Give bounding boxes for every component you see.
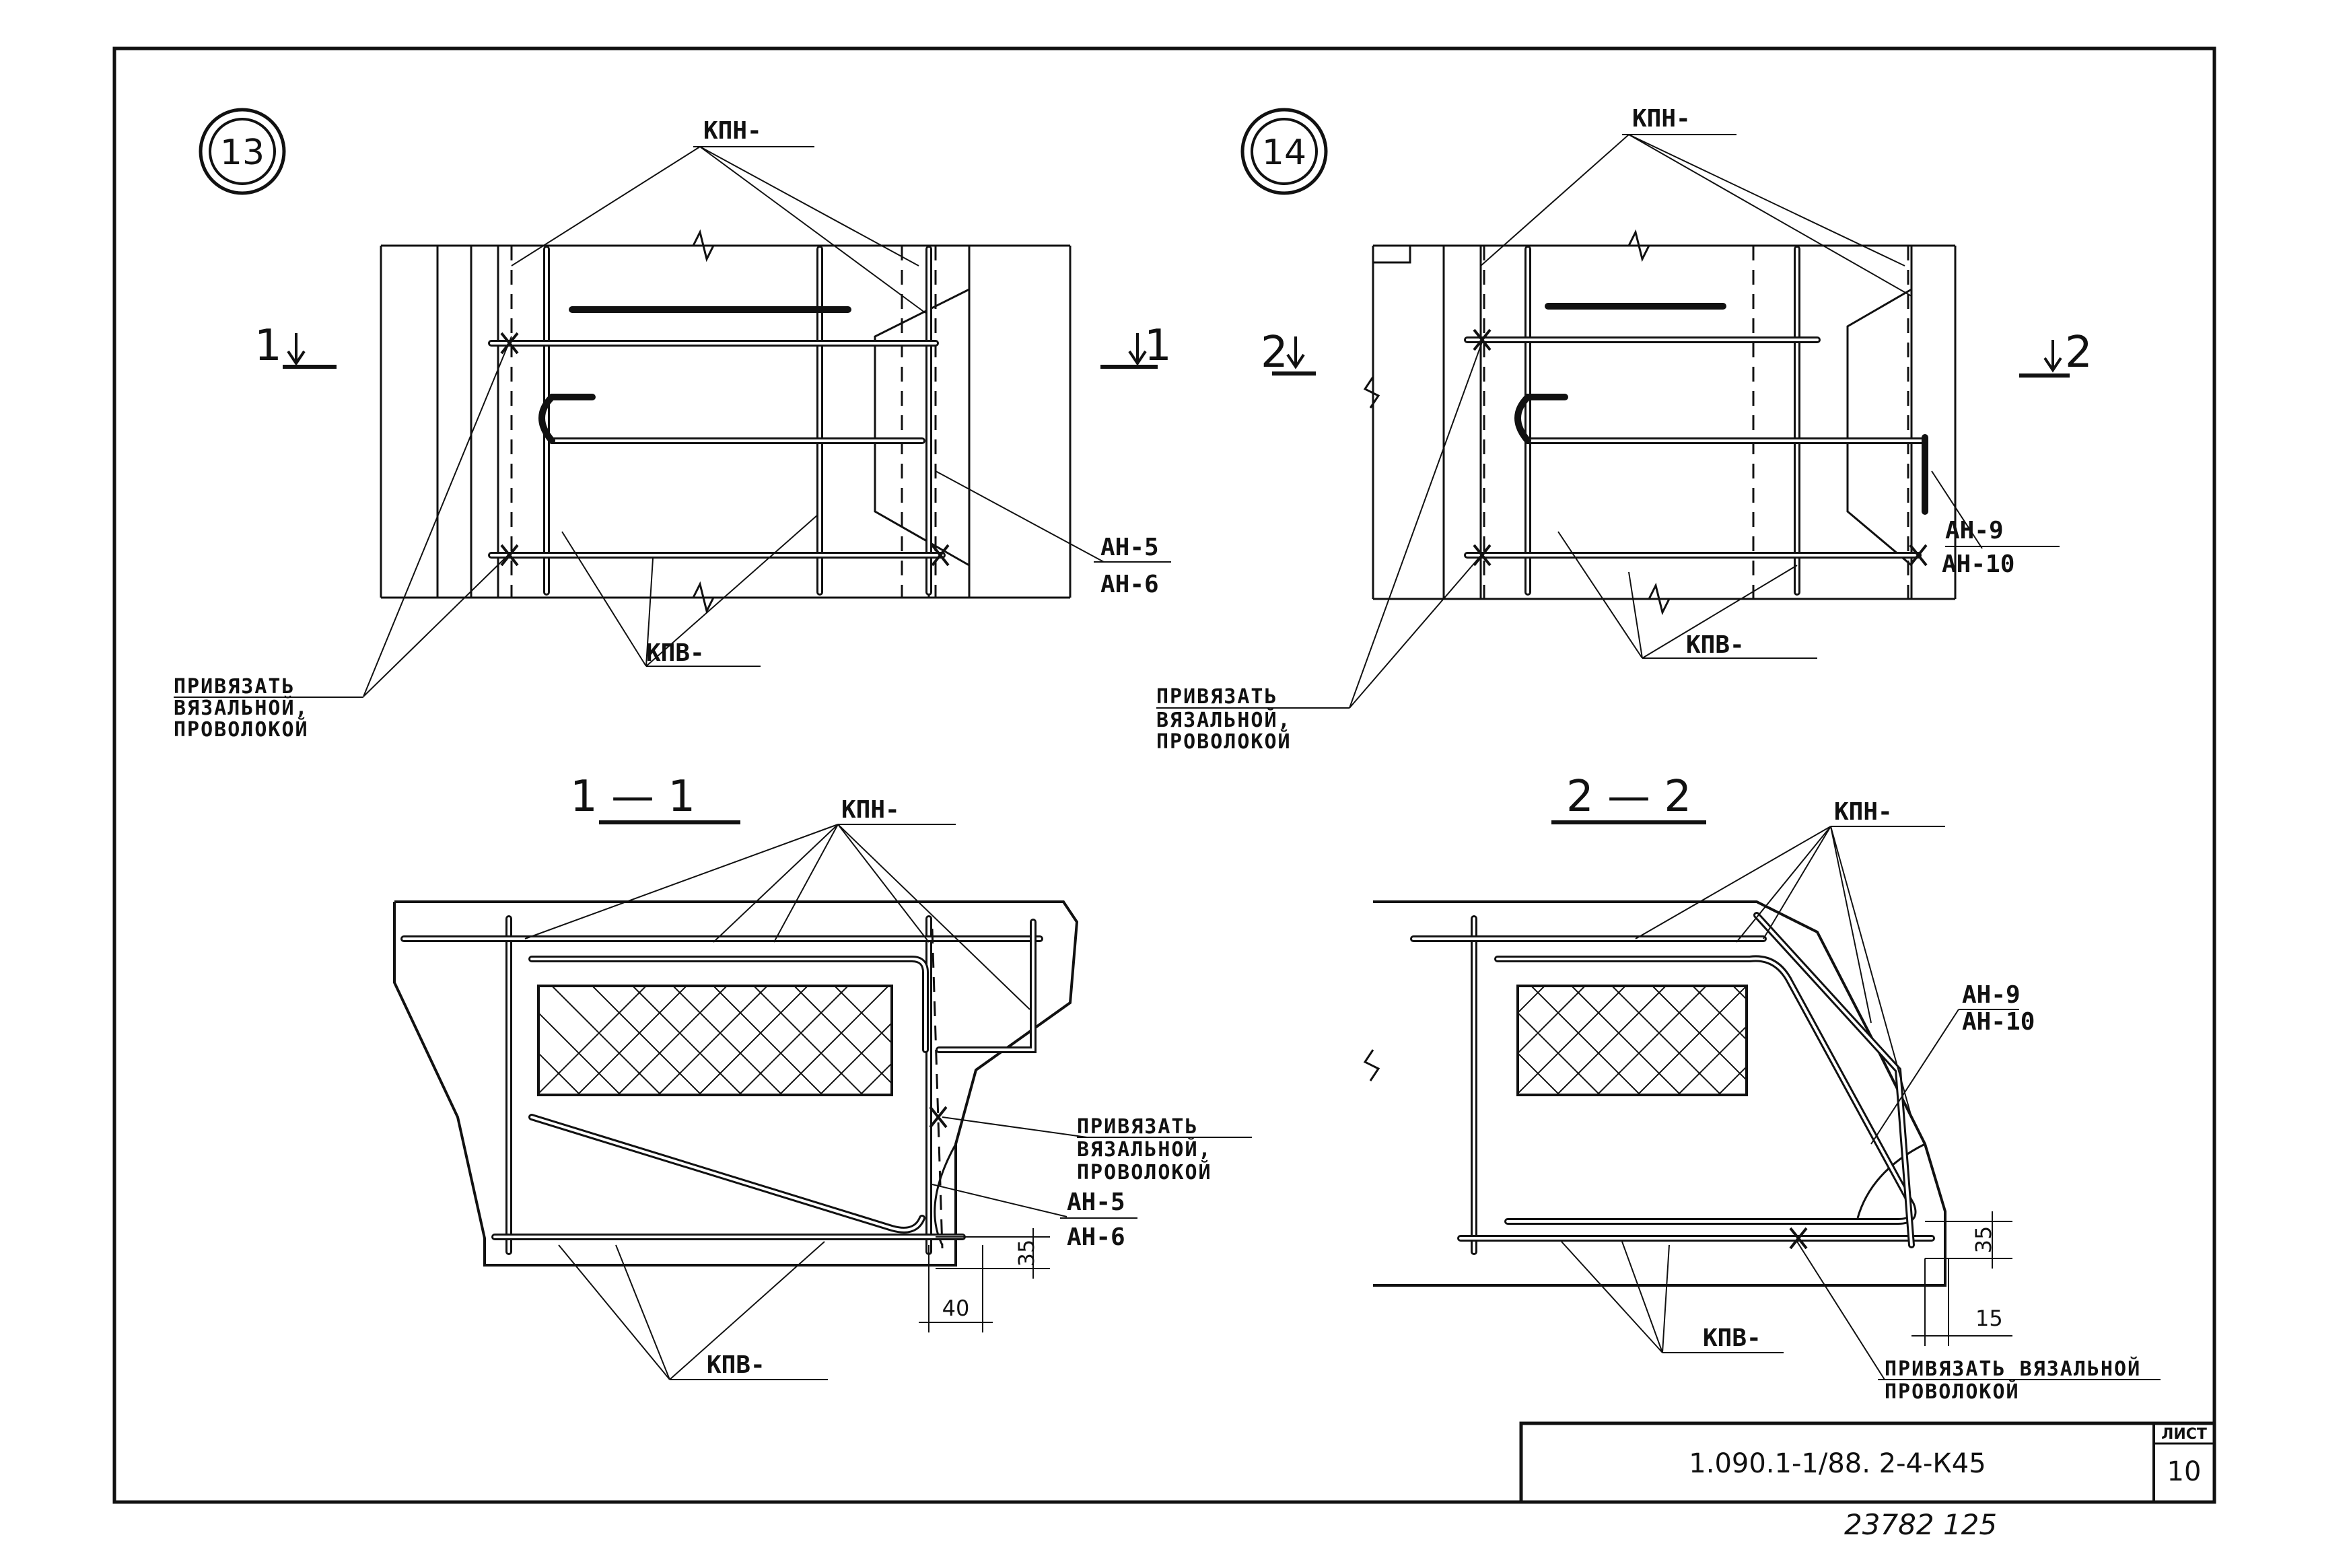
- svg-text:КПВ-: КПВ-: [1703, 1324, 1761, 1352]
- svg-text:ВЯЗАЛЬНОЙ,: ВЯЗАЛЬНОЙ,: [174, 696, 309, 720]
- svg-text:ПРОВОЛОКОЙ: ПРОВОЛОКОЙ: [1077, 1160, 1212, 1184]
- section-1-1-title: 1 — 1: [570, 772, 695, 822]
- svg-text:КПВ-: КПВ-: [1686, 631, 1745, 659]
- svg-text:35: 35: [1014, 1240, 1039, 1267]
- svg-text:ПРОВОЛОКОЙ: ПРОВОЛОКОЙ: [1885, 1380, 2020, 1404]
- svg-text:40: 40: [942, 1295, 970, 1321]
- svg-text:АН-5: АН-5: [1100, 534, 1159, 561]
- sheet-number: 10: [2167, 1456, 2202, 1487]
- svg-text:АН-6: АН-6: [1067, 1223, 1125, 1251]
- svg-text:2 — 2: 2 — 2: [1566, 772, 1691, 822]
- svg-text:АН-9: АН-9: [1945, 517, 2004, 544]
- svg-text:ПРИВЯЗАТЬ: ПРИВЯЗАТЬ: [1156, 685, 1278, 709]
- svg-text:КПН-: КПН-: [841, 796, 900, 824]
- svg-text:1: 1: [1144, 321, 1172, 371]
- svg-text:ПРИВЯЗАТЬ ВЯЗАЛЬНОЙ: ПРИВЯЗАТЬ ВЯЗАЛЬНОЙ: [1885, 1357, 2141, 1381]
- insulation-hatch-2: [1518, 986, 1747, 1095]
- detail-13: 13: [174, 108, 1172, 742]
- svg-text:ПРОВОЛОКОЙ: ПРОВОЛОКОЙ: [174, 717, 309, 742]
- svg-text:2: 2: [1261, 328, 1288, 378]
- svg-text:АН-10: АН-10: [1962, 1008, 2035, 1036]
- section-1-1: 1 — 1 КПН-: [393, 772, 1252, 1380]
- svg-text:35: 35: [1971, 1226, 1996, 1254]
- svg-text:КПВ-: КПВ-: [646, 639, 705, 667]
- svg-text:АН-10: АН-10: [1942, 550, 2014, 578]
- kpn-leader: [511, 146, 701, 266]
- sheet-frame: [112, 46, 2216, 1504]
- svg-text:1: 1: [254, 321, 282, 371]
- svg-text:ВЯЗАЛЬНОЙ,: ВЯЗАЛЬНОЙ,: [1156, 708, 1292, 732]
- svg-text:АН-6: АН-6: [1100, 571, 1159, 598]
- svg-text:ПРОВОЛОКОЙ: ПРОВОЛОКОЙ: [1156, 729, 1292, 754]
- svg-text:2: 2: [2065, 328, 2093, 378]
- section-2-2: 2 — 2 КПН- АН-9: [1363, 772, 2161, 1404]
- kpn-label: КПН-: [703, 117, 762, 145]
- title-block: 1.090.1-1/88. 2-4-К45 ЛИСТ 10: [1519, 1421, 2216, 1504]
- drawing-code: 1.090.1-1/88. 2-4-К45: [1689, 1448, 1986, 1479]
- svg-text:ВЯЗАЛЬНОЙ,: ВЯЗАЛЬНОЙ,: [1077, 1137, 1212, 1162]
- sheet-label: ЛИСТ: [2161, 1426, 2207, 1443]
- svg-text:КПН-: КПН-: [1632, 105, 1691, 133]
- handwritten-number: 23782 125: [1844, 1508, 1997, 1541]
- svg-text:ПРИВЯЗАТЬ: ПРИВЯЗАТЬ: [174, 675, 295, 699]
- svg-text:АН-9: АН-9: [1962, 981, 2021, 1009]
- svg-text:КПН-: КПН-: [1834, 798, 1893, 826]
- detail-13-mark: 13: [220, 133, 265, 173]
- svg-text:15: 15: [1975, 1306, 2003, 1331]
- svg-text:КПВ-: КПВ-: [707, 1351, 765, 1379]
- detail-14: 14 КПН- 2: [1156, 105, 2093, 754]
- svg-text:АН-5: АН-5: [1067, 1188, 1125, 1216]
- svg-text:14: 14: [1262, 133, 1306, 173]
- svg-text:ПРИВЯЗАТЬ: ПРИВЯЗАТЬ: [1077, 1115, 1199, 1139]
- insulation-hatch-1: [538, 986, 892, 1095]
